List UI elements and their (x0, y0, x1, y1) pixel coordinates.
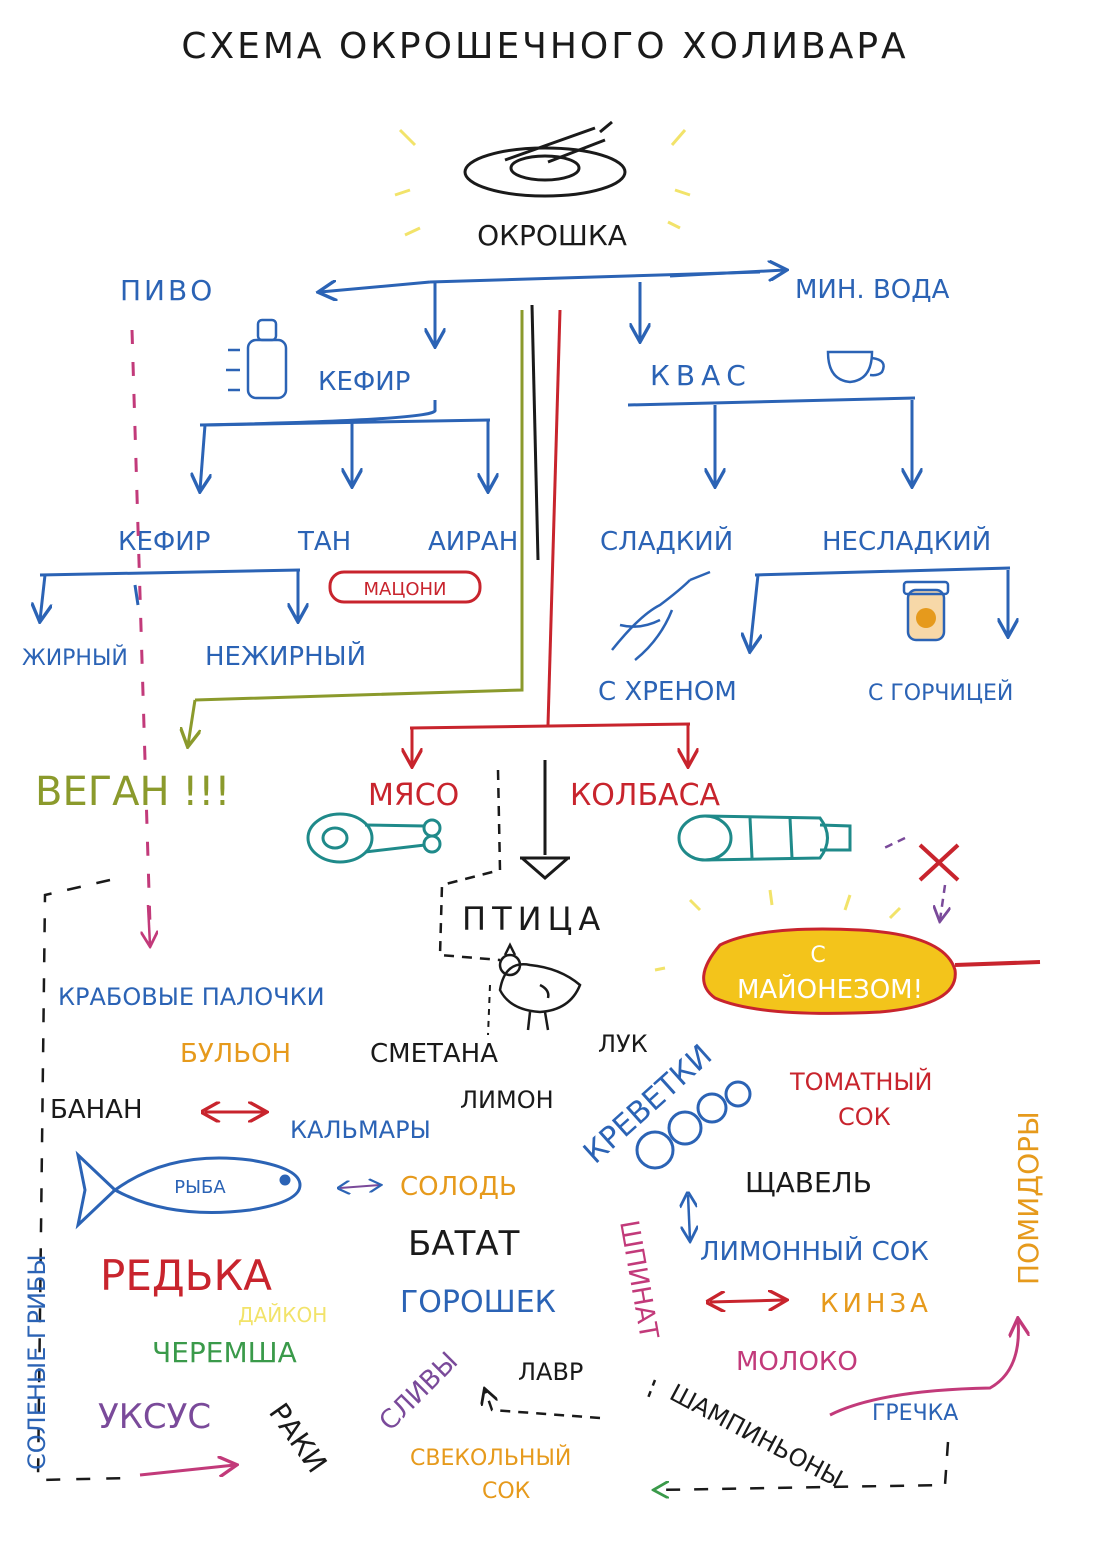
kefir-branch-lines (200, 400, 490, 490)
cross-dashed-arrow (879, 836, 906, 852)
lavr-dashed-arrow (485, 1390, 601, 1420)
node-tomatny: ТОМАТНЫЙ (789, 1067, 933, 1096)
nesladkiy-sub-lines (750, 566, 1010, 650)
ptitsa-arrow (520, 760, 570, 880)
vegan-arrow (188, 699, 195, 745)
kvas-branch-lines (627, 396, 915, 485)
node-krabovye: КРАБОВЫЕ ПАЛОЧКИ (58, 983, 325, 1011)
left-dashed-frame (36, 878, 131, 1482)
mayonnaise-spoon-icon: С МАЙОНЕЗОМ! (702, 927, 1041, 1015)
node-okroshka: ОКРОШКА (477, 219, 627, 252)
node-ayran: АИРАН (428, 527, 518, 557)
shrimp-icon (635, 1080, 752, 1170)
node-sol: СОЛОДЬ (400, 1172, 517, 1202)
plate-icon (463, 120, 627, 198)
node-sok: СОК (838, 1103, 891, 1131)
node-daykon: ДАЙКОН (238, 1303, 327, 1327)
double-arrow-ryba (340, 1185, 380, 1188)
node-vegan: ВЕГАН !!! (35, 769, 230, 815)
node-grechka: ГРЕЧКА (872, 1401, 958, 1426)
node-solenye-griby: СОЛЕНЫЕ ГРИБЫ (23, 1254, 51, 1470)
node-svekolny: СВЕКОЛЬНЫЙ (410, 1445, 571, 1471)
node-nezhirny: НЕЖИРНЫЙ (205, 640, 366, 672)
node-kvas: КВАС (650, 359, 752, 392)
node-sladkiy: СЛАДКИЙ (600, 525, 733, 557)
node-kalmary: КАЛЬМАРЫ (290, 1116, 431, 1144)
node-shpinat: ШПИНАТ (613, 1218, 663, 1342)
node-kinza: КИНЗА (820, 1289, 932, 1319)
shampinony-dashed-line (646, 1379, 657, 1399)
matsoni-badge: МАЦОНИ (328, 570, 482, 604)
bottom-dashed-arrow (655, 1441, 950, 1490)
center-vertical-lines (194, 304, 562, 726)
node-s-gorchitsey: С ГОРЧИЦЕЙ (868, 680, 1013, 706)
node-min-voda: МИН. ВОДА (795, 275, 950, 305)
node-s-khrenom: С ХРЕНОМ (598, 677, 737, 707)
node-shchavel: ЩАВЕЛЬ (745, 1166, 872, 1199)
kefir-sub-lines (40, 568, 300, 620)
mustard-jar-icon (902, 580, 950, 642)
double-arrow-kinza (710, 1300, 785, 1302)
node-kefir-top: КЕФИР (318, 367, 410, 397)
node-zhirny: ЖИРНЫЙ (22, 645, 128, 671)
meat-branch-lines (410, 722, 690, 765)
cross-mark-icon (918, 843, 960, 882)
node-pivo: ПИВО (120, 274, 215, 307)
node-myaso: МЯСО (368, 778, 459, 813)
node-kolbasa: КОЛБАСА (570, 778, 721, 813)
node-nesladkiy: НЕСЛАДКИЙ (822, 525, 991, 557)
sausage-icon (677, 814, 852, 862)
node-smetana: СМЕТАНА (370, 1039, 498, 1069)
node-limon: ЛИМОН (460, 1086, 554, 1114)
mayo-dashed-arrow (940, 884, 945, 920)
node-pomidory: ПОМИДОРЫ (1012, 1111, 1045, 1285)
horseradish-icon (611, 570, 711, 661)
node-luk: ЛУК (598, 1030, 648, 1058)
grechka-curve (829, 1320, 1018, 1417)
node-slivy: СЛИВЫ (374, 1346, 464, 1436)
node-bulyon: БУЛЬОН (180, 1039, 291, 1069)
node-raki: РАКИ (262, 1397, 333, 1479)
node-uksus: УКСУС (98, 1397, 211, 1437)
node-mayonez: МАЙОНЕЗОМ! (737, 973, 923, 1005)
meat-leg-icon (306, 812, 442, 864)
node-kefir: КЕФИР (118, 527, 210, 557)
node-limonny-sok: ЛИМОННЫЙ СОК (700, 1235, 929, 1267)
node-shampinony: ШАМПИНЬОНЫ (665, 1379, 847, 1494)
node-moloko: МОЛОКО (736, 1347, 858, 1377)
node-goroshek: ГОРОШЕК (400, 1285, 556, 1320)
chicken-dashed-line (487, 984, 491, 1036)
bottle-icon (226, 318, 288, 400)
node-cheremsha: ЧЕРЕМША (152, 1336, 297, 1369)
node-tan: ТАН (297, 527, 351, 557)
node-batat: БАТАТ (408, 1224, 520, 1264)
node-mayonez-top: С (810, 943, 825, 968)
node-ptitsa: ПТИЦА (462, 900, 606, 938)
fish-icon: РЫБА (75, 1150, 302, 1230)
chicken-icon (498, 942, 582, 1031)
mug-icon (826, 350, 885, 384)
diagram-title: СХЕМА ОКРОШЕЧНОГО ХОЛИВАРА (181, 26, 908, 67)
left-frame-arrow (139, 1465, 235, 1475)
pivo-dashed-line (130, 329, 152, 926)
node-banan: БАНАН (50, 1095, 143, 1125)
node-lavr: ЛАВР (518, 1358, 583, 1386)
mayo-rays-decor (654, 889, 902, 972)
sun-rays-decor (394, 128, 691, 237)
node-ryba: РЫБА (174, 1177, 226, 1198)
vegan-down-arrow (148, 904, 150, 945)
node-redka: РЕДЬКА (100, 1251, 272, 1300)
krevetki-down-arrow (688, 1195, 690, 1240)
node-matsoni: МАЦОНИ (364, 579, 447, 600)
node-svekolny-sok: СОК (482, 1479, 531, 1504)
top-branch-lines (320, 270, 785, 345)
